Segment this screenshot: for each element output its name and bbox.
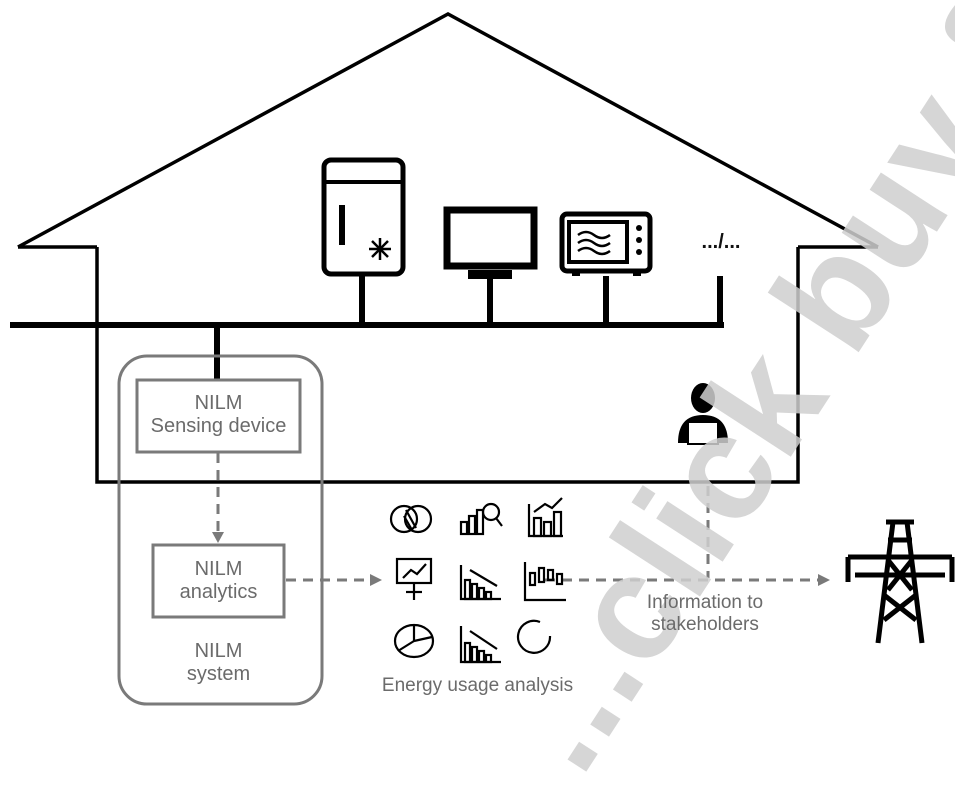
sensing-device-label-line2: Sensing device — [150, 415, 287, 437]
venn-icon — [389, 504, 433, 534]
sensing-device-box — [135, 378, 302, 454]
more-appliances-label: .../... — [701, 231, 741, 253]
information-label-line1: Information to — [646, 592, 764, 613]
power-pylon-icon — [845, 519, 955, 644]
user-icon — [678, 383, 728, 445]
analytics-box — [151, 543, 286, 619]
presentation-chart-icon — [395, 557, 433, 600]
declining-chart-icon — [459, 565, 501, 601]
energy-analysis-label: Energy usage analysis — [381, 675, 574, 696]
information-label-line2: stakeholders — [651, 613, 759, 635]
tv-icon — [443, 206, 538, 279]
system-label-line1: NILM — [194, 640, 243, 662]
candlestick-chart-icon — [523, 562, 566, 602]
system-label: NILM system — [153, 640, 284, 686]
declining-chart-2-icon — [459, 626, 501, 664]
dashed-connectors — [216, 453, 820, 582]
sensing-device-label-line1: NILM — [194, 392, 243, 414]
bar-chart-trend-icon — [527, 497, 563, 538]
analytics-label: NILM analytics — [153, 558, 284, 604]
diagram-canvas — [10, 12, 955, 706]
fridge-icon — [321, 157, 406, 277]
arrow-heads — [212, 532, 830, 586]
nilm-system-frame — [117, 354, 324, 706]
microwave-icon — [559, 211, 653, 276]
sensing-device-label: NILM Sensing device — [137, 392, 300, 438]
pie-chart-icon — [393, 623, 435, 659]
nilm-diagram: ...click buy f NILM Sensing device NILM … — [10, 0, 955, 798]
system-label-line2: system — [186, 663, 251, 685]
house-outline — [17, 12, 879, 484]
analytics-label-line1: NILM — [194, 558, 243, 580]
bar-chart-magnifier-icon — [459, 502, 503, 536]
information-label: Information to stakeholders — [620, 592, 790, 636]
partial-pie-icon — [517, 619, 552, 654]
power-bus — [10, 275, 724, 380]
analytics-label-line2: analytics — [179, 581, 258, 603]
